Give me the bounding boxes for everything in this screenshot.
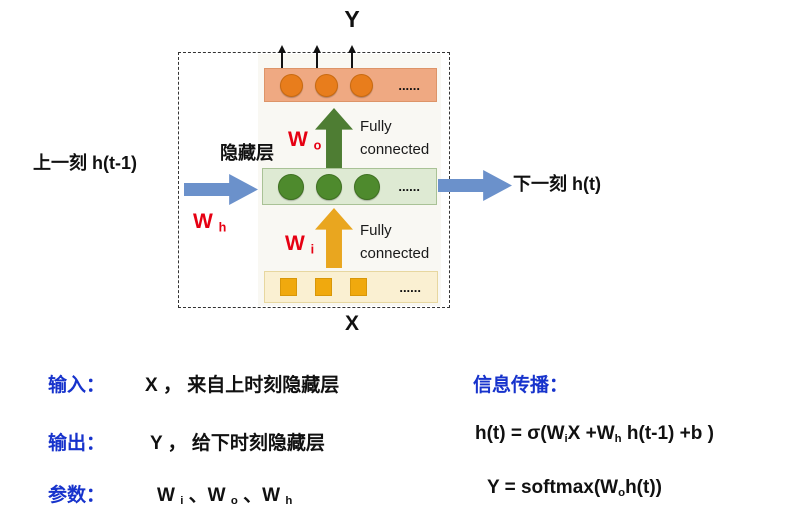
note-input-value: X ， 来自上时刻隐藏层 (145, 375, 340, 396)
hidden-layer-label: 隐藏层 (220, 143, 274, 163)
input-node (350, 278, 367, 296)
output-node (315, 73, 338, 97)
weight-wo-label: W o (288, 128, 322, 153)
input-node (315, 278, 332, 296)
fully-connected-bottom-label: Fully connected (360, 222, 430, 263)
prev-time-label: 上一刻 h(t-1) (33, 153, 137, 173)
output-y-label: Y (344, 6, 360, 32)
input-layer: ...... (264, 271, 438, 303)
note-params-label: 参数： (48, 485, 106, 506)
note-output-value: Y ， 给下时刻隐藏层 (150, 433, 325, 454)
note-output-label: 输出： (48, 433, 106, 454)
output-ellipsis: ...... (398, 77, 420, 93)
propagation-title: 信息传播： (473, 375, 569, 396)
hidden-layer: ...... (262, 168, 437, 205)
note-params-value: W i 、W o 、W h (157, 485, 293, 508)
output-formula: Y = softmax(Woh(t)) (487, 477, 662, 500)
weight-wh-label: W h (193, 210, 227, 235)
hidden-ellipsis: ...... (398, 179, 420, 194)
hidden-state-formula: h(t) = σ(WiX +Wh h(t-1) +b ) (475, 423, 714, 446)
input-x-label: X (344, 312, 359, 335)
next-time-label: 下一刻 h(t) (513, 174, 601, 194)
input-ellipsis: ...... (399, 279, 421, 295)
weight-wi-label: W i (285, 232, 315, 257)
note-input-label: 输入： (48, 375, 106, 396)
fully-connected-top-label: Fully connected (360, 118, 430, 159)
input-node (280, 278, 297, 296)
output-node (350, 73, 373, 97)
output-layer: ...... (264, 68, 437, 102)
hidden-node (278, 173, 304, 200)
hidden-node (354, 173, 380, 200)
output-node (280, 73, 303, 97)
hidden-node (316, 173, 342, 200)
